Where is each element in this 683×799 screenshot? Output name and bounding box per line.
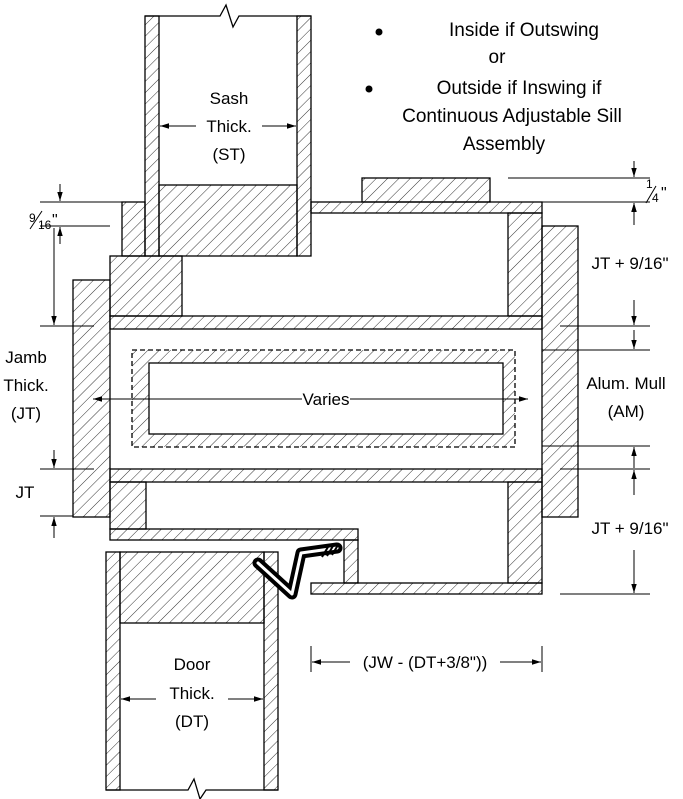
break-line-bottom [106,777,278,799]
jw-dimension [310,646,543,672]
nine-unit: " [52,212,58,229]
jamb-label-line-1: Jamb [5,348,47,367]
note-line-1: Inside if Outswing [449,20,599,41]
jt-label: JT [16,483,35,502]
weatherstrip [252,542,343,600]
sash-section [144,3,312,257]
alum-mull-label-line-1: Alum. Mull [586,374,665,393]
quarter-den: 4 [652,191,659,205]
varies-label: Varies [303,390,350,409]
jt-plus-bottom-label: JT + 9/16" [591,519,668,538]
jamb-label: Jamb Thick. (JT) [3,348,48,423]
bullet-2 [365,85,373,93]
jamb-thick-dim-top [40,228,94,327]
jw-label: (JW - (DT+3/8")) [363,653,488,672]
jt-plus-top-label: JT + 9/16" [591,254,668,273]
nine-num: 9 [29,211,36,225]
stop-block [361,177,491,203]
lower-frame [109,468,543,595]
break-line-top [145,3,311,29]
note-line-2: or [489,47,507,68]
note-line-3: Outside if Inswing if [437,78,602,99]
nine-sixteenths-label: 9 16 " [29,210,58,232]
alum-mull-label: Alum. Mull (AM) [579,363,683,429]
jamb-thick-dim-bottom [40,450,94,538]
sixteen-den: 16 [38,218,52,232]
note-line-5: Assembly [463,134,546,155]
door-label-line-2: Thick. [169,684,214,703]
sash-label-line-2: Thick. [206,117,251,136]
upper-frame [109,201,543,330]
bullet-1 [375,28,383,36]
quarter-inch-label: 1 4 " [645,177,667,205]
alum-mull-label-line-2: (AM) [608,402,645,421]
door-section [105,551,279,799]
alum-mull [541,225,579,518]
door-label: Door Thick. (DT) [169,655,214,731]
sash-label: Sash Thick. (ST) [206,89,251,164]
door-label-line-1: Door [174,655,211,674]
jamb-label-line-2: Thick. [3,376,48,395]
note-line-4: Continuous Adjustable Sill [402,106,622,127]
jamb-label-line-3: (JT) [11,404,41,423]
quarter-unit: " [661,185,667,202]
nine-sixteenths-dim [40,184,122,244]
sash-label-line-3: (ST) [212,145,245,164]
door-label-line-3: (DT) [175,712,209,731]
quarter-num: 1 [646,177,653,191]
notes: Inside if Outswing or Outside if Inswing… [365,20,622,155]
sash-label-line-1: Sash [210,89,249,108]
